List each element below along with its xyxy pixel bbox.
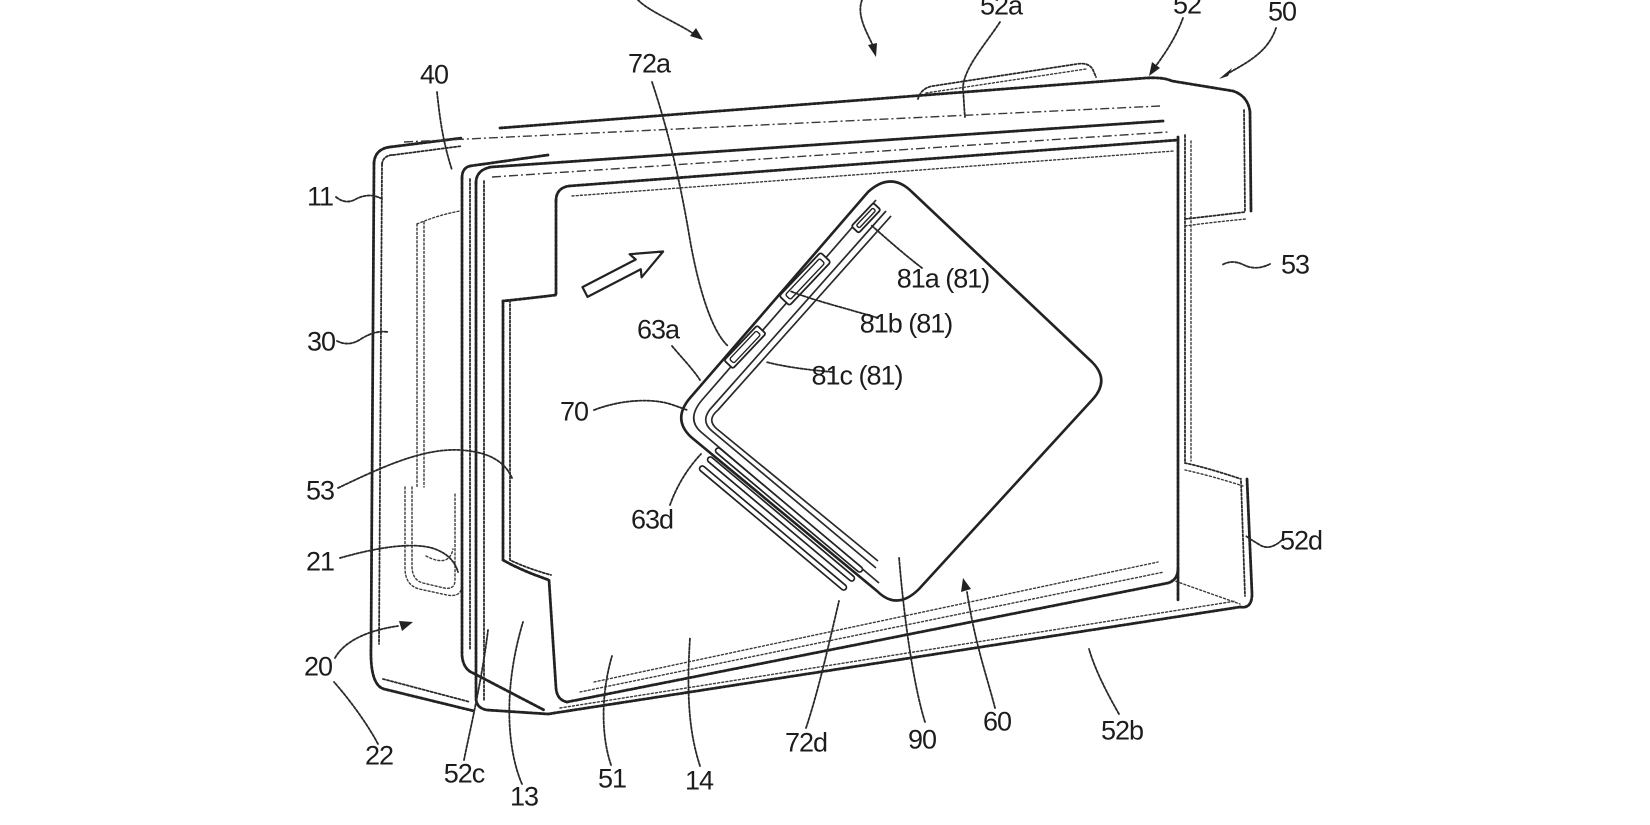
port-81b bbox=[779, 252, 831, 306]
ref-label-30: 30 bbox=[306, 326, 336, 357]
ref-label-52b: 52b bbox=[1100, 715, 1144, 746]
port-81a bbox=[851, 202, 881, 234]
leader-72a bbox=[651, 81, 729, 347]
leader-21 bbox=[339, 544, 459, 573]
ref-label-52: 52 bbox=[1172, 0, 1202, 20]
ref-label-52c: 52c bbox=[443, 758, 486, 789]
ref-label-21: 21 bbox=[305, 546, 335, 577]
leader-51 bbox=[602, 655, 613, 766]
ref-label-14: 14 bbox=[684, 765, 714, 796]
ref-label-13: 13 bbox=[509, 781, 539, 812]
leader-72d bbox=[805, 600, 840, 729]
leader-90 bbox=[898, 556, 926, 723]
leader-52c bbox=[463, 629, 489, 761]
ref-label-72d: 72d bbox=[784, 727, 828, 758]
leader-81b bbox=[789, 290, 879, 319]
ref-label-60: 60 bbox=[982, 706, 1012, 737]
ref-label-20: 20 bbox=[303, 651, 333, 682]
ref-label-81b: 81b (81) bbox=[859, 308, 954, 339]
ref-label-72a: 72a bbox=[627, 48, 671, 79]
insertion-arrow-icon bbox=[581, 250, 665, 298]
ref-label-51: 51 bbox=[597, 763, 627, 794]
ref-label-53-left: 53 bbox=[305, 475, 335, 506]
leader-60 bbox=[966, 591, 996, 709]
leader-52 bbox=[1152, 17, 1184, 71]
leader-top-cut-1 bbox=[637, 0, 695, 35]
ref-label-81c: 81c (81) bbox=[811, 360, 903, 391]
ref-label-53-right: 53 bbox=[1280, 249, 1310, 280]
leader-63a bbox=[671, 345, 701, 381]
ref-label-70: 70 bbox=[559, 396, 589, 427]
leader-63d bbox=[669, 453, 702, 506]
leader-52b bbox=[1088, 648, 1120, 715]
leader-13 bbox=[508, 621, 524, 785]
band-line-1 bbox=[704, 210, 887, 569]
leader-top-cut-2 bbox=[859, 0, 874, 47]
ref-label-22: 22 bbox=[364, 740, 394, 771]
leader-30 bbox=[336, 330, 389, 345]
rear-plate-outline bbox=[369, 136, 476, 713]
ref-label-11: 11 bbox=[306, 181, 334, 212]
leader-50 bbox=[1226, 27, 1277, 75]
ref-label-52a: 52a bbox=[979, 0, 1023, 21]
ref-label-63a: 63a bbox=[636, 314, 680, 345]
band-line-2 bbox=[710, 215, 892, 562]
vent-slits-63d bbox=[698, 447, 864, 591]
leader-53-left bbox=[337, 449, 513, 489]
hook-rib-outline bbox=[404, 210, 463, 597]
leader-11 bbox=[335, 194, 383, 203]
port-81c bbox=[724, 325, 766, 369]
band-inner-edge bbox=[692, 199, 880, 584]
leader-81a bbox=[870, 224, 923, 269]
leader-52d bbox=[1245, 535, 1283, 549]
leader-40 bbox=[436, 91, 453, 171]
leader-81c bbox=[765, 361, 833, 373]
middle-plate-outline bbox=[460, 153, 550, 712]
leader-22 bbox=[333, 681, 379, 745]
leader-lines bbox=[333, 0, 1283, 785]
ref-label-40: 40 bbox=[419, 59, 449, 90]
ref-label-90: 90 bbox=[907, 724, 937, 755]
leader-53-right bbox=[1221, 261, 1271, 269]
ref-label-52d: 52d bbox=[1279, 525, 1323, 556]
ref-label-81a: 81a (81) bbox=[896, 263, 991, 294]
ref-label-50: 50 bbox=[1267, 0, 1297, 27]
leader-70 bbox=[593, 399, 688, 411]
device-outline bbox=[679, 180, 1103, 602]
leader-52a bbox=[962, 21, 1001, 118]
leader-20 bbox=[334, 625, 399, 659]
leader-14 bbox=[687, 637, 701, 767]
ref-label-63d: 63d bbox=[630, 504, 674, 535]
